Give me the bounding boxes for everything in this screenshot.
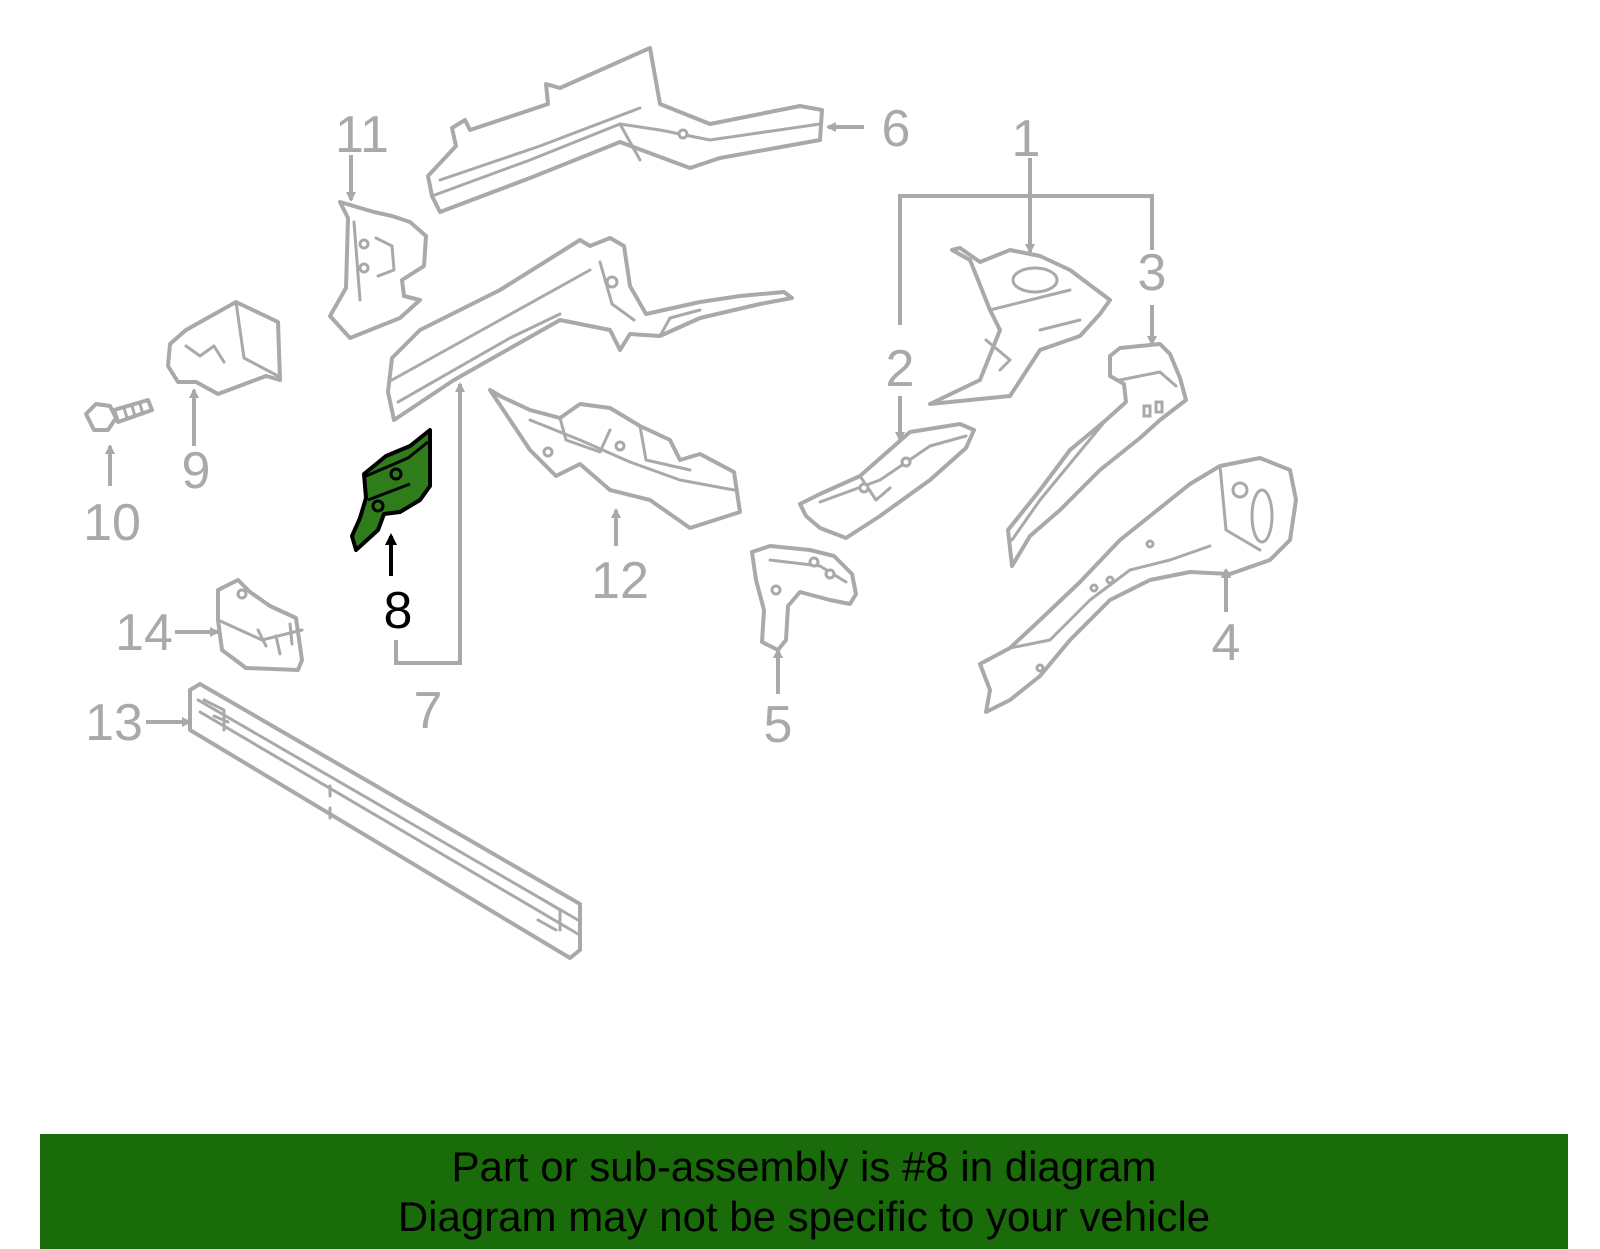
part-13-crossmember[interactable] <box>188 682 582 960</box>
callout-12: 12 <box>591 552 649 610</box>
part-14-bracket[interactable] <box>216 578 304 672</box>
callout-14: 14 <box>115 604 173 662</box>
callout-4: 4 <box>1212 614 1241 672</box>
part-1-strut-tower[interactable] <box>928 246 1112 406</box>
banner-line-part: Part or sub-assembly is #8 in diagram <box>451 1142 1157 1190</box>
part-7-front-rail[interactable] <box>386 236 794 422</box>
banner-line-disclaimer: Diagram may not be specific to your vehi… <box>397 1192 1211 1240</box>
part-6-upper-rail[interactable] <box>426 46 824 214</box>
leader-lines <box>105 122 1231 727</box>
leader-bracket-2-3 <box>898 194 1154 325</box>
callout-10: 10 <box>83 494 141 552</box>
part-9-bracket[interactable] <box>166 300 282 396</box>
leader-7 <box>394 388 462 665</box>
part-12-center-rail[interactable] <box>488 388 742 530</box>
info-banner: Part or sub-assembly is #8 in diagram Di… <box>40 1134 1568 1249</box>
callout-13: 13 <box>85 694 143 752</box>
part-5-lower-bracket[interactable] <box>750 544 858 652</box>
callout-11: 11 <box>335 106 389 164</box>
callout-3: 3 <box>1138 244 1167 302</box>
callout-1: 1 <box>1012 110 1041 168</box>
callout-7: 7 <box>414 682 443 740</box>
callout-9: 9 <box>182 442 211 500</box>
part-2-apron[interactable] <box>798 422 976 540</box>
part-10-bolt[interactable] <box>84 398 154 432</box>
callout-5: 5 <box>764 696 793 754</box>
callout-numbers: 11 6 1 3 2 9 10 8 12 14 7 13 5 4 <box>83 100 1240 754</box>
part-11-bracket[interactable] <box>328 200 428 340</box>
callout-2: 2 <box>886 340 915 398</box>
callout-8: 8 <box>384 582 413 640</box>
part-4-apron-assembly[interactable] <box>978 456 1298 714</box>
part-3-upper-reinforcement[interactable] <box>1006 342 1188 568</box>
part-8-highlighted-bracket[interactable] <box>350 428 432 552</box>
callout-6: 6 <box>882 100 911 158</box>
